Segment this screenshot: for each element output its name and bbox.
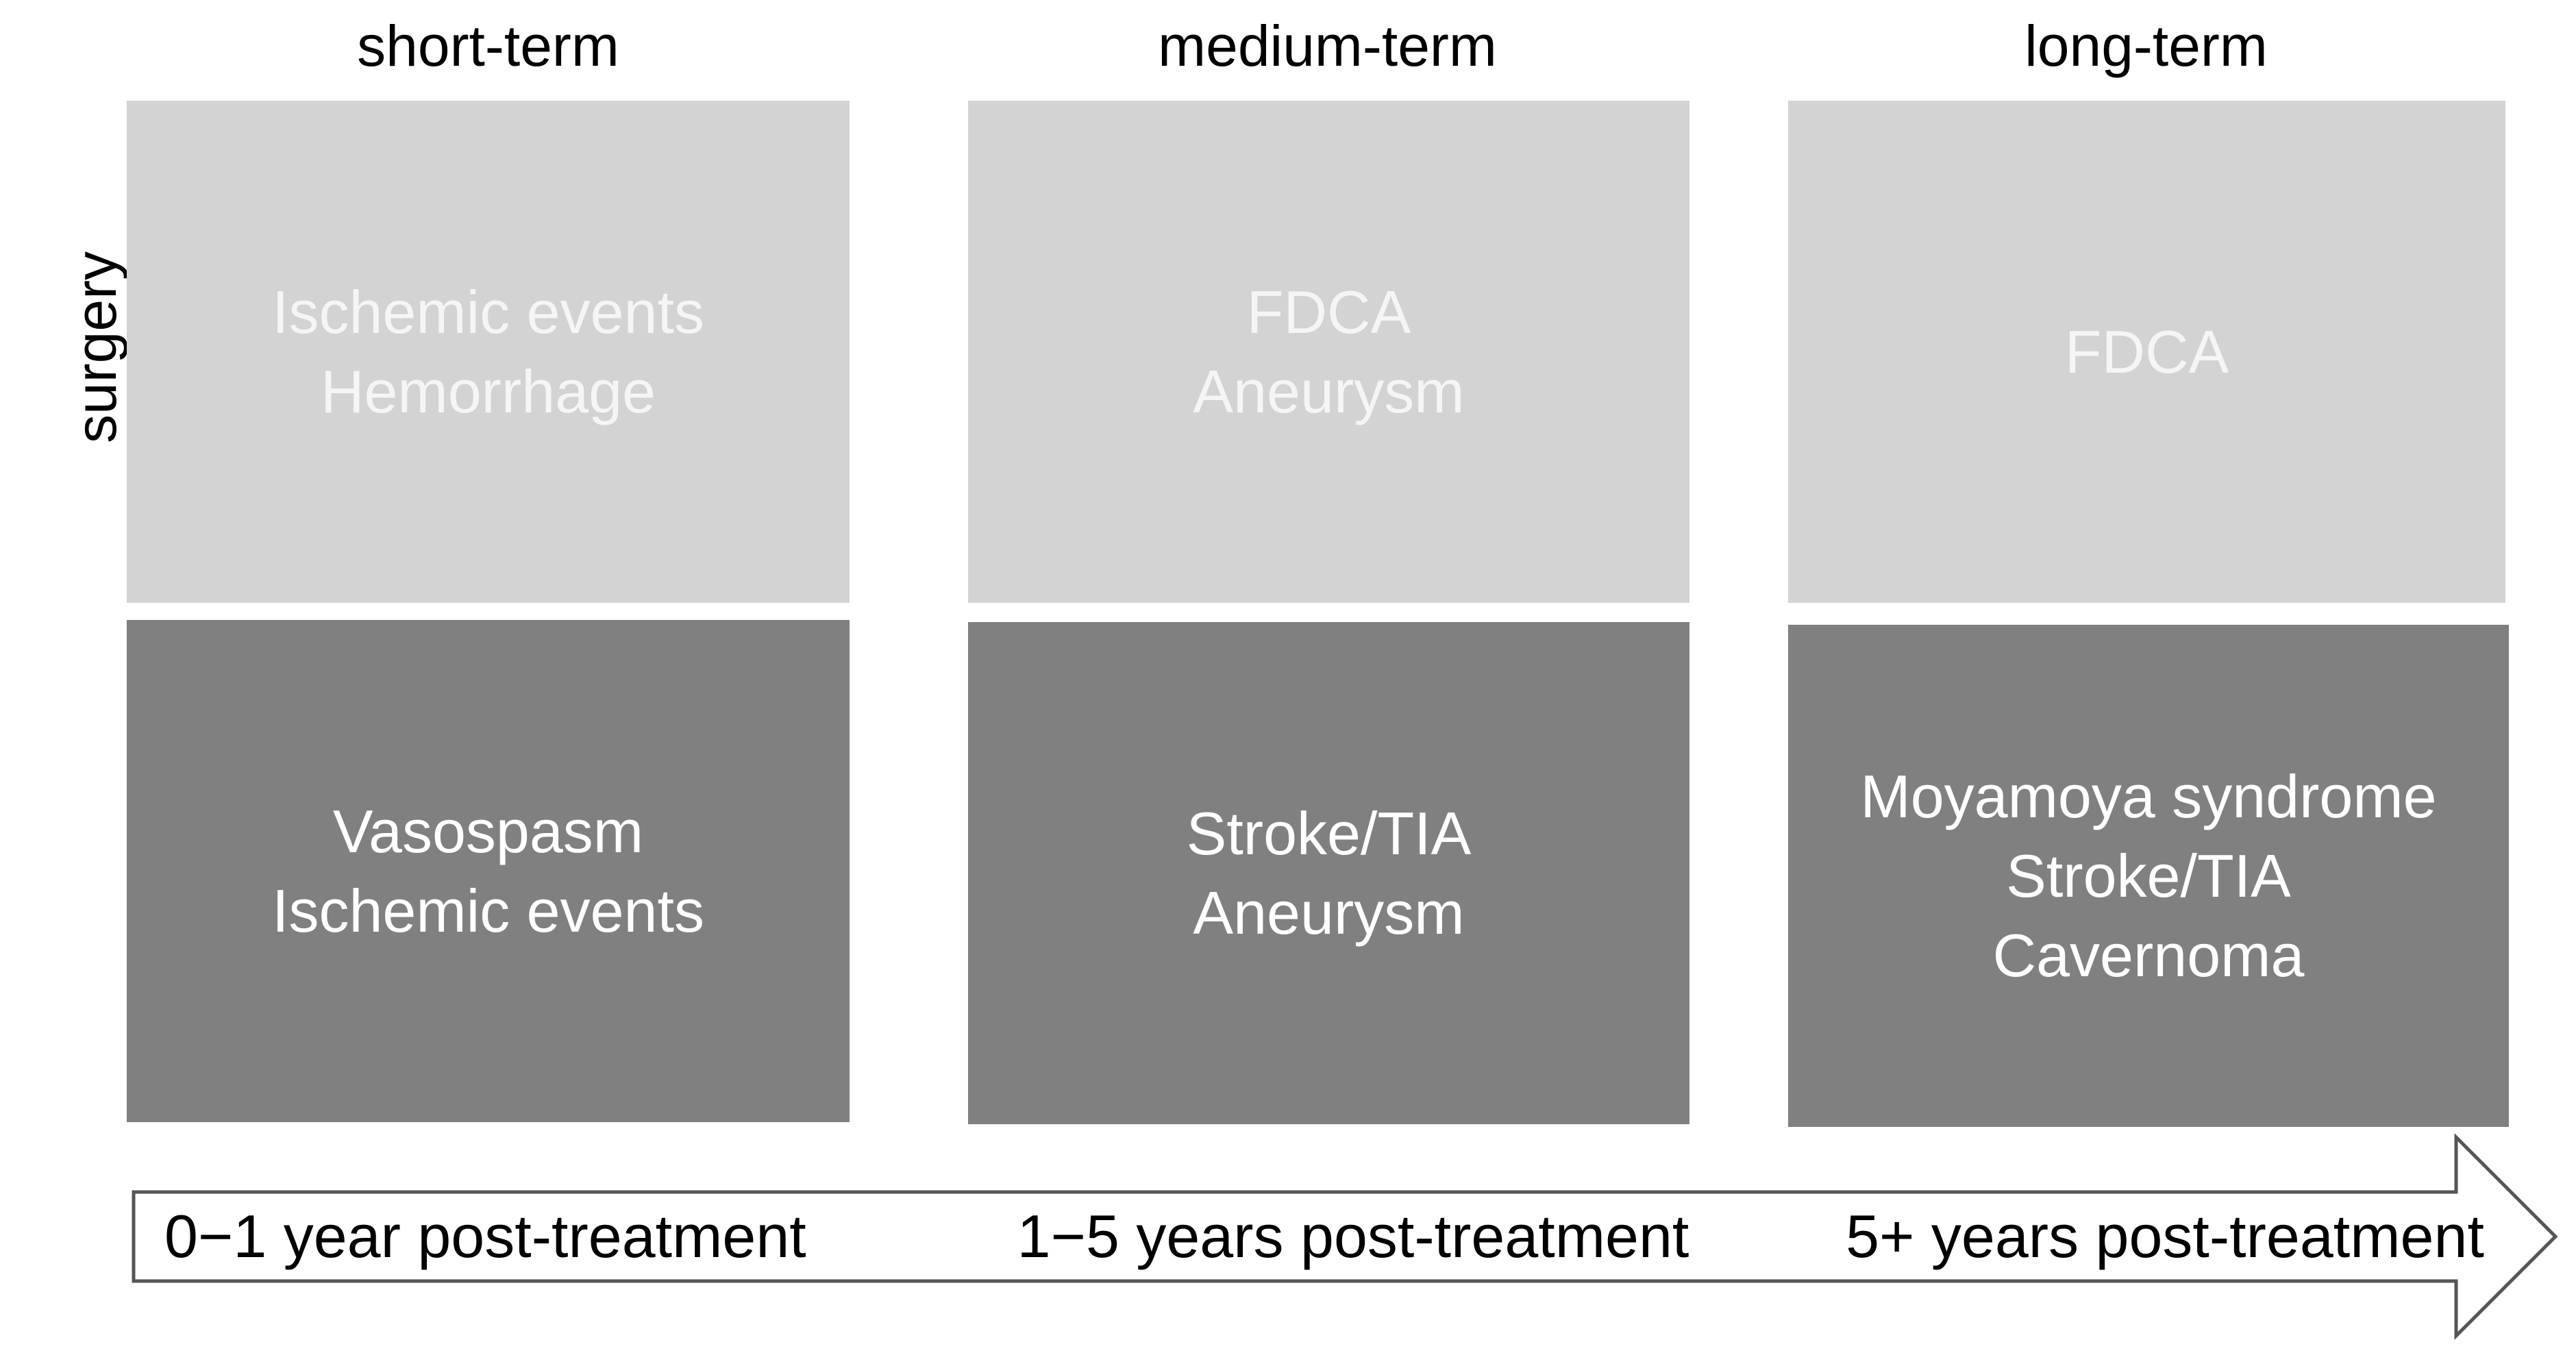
cell-line: Hemorrhage: [320, 357, 656, 425]
cell-line: Vasospasm: [332, 797, 644, 865]
timeline-label-long-term: 5+ years post-treatment: [1846, 1202, 2484, 1270]
timeline-label-short-term: 0−1 year post-treatment: [164, 1202, 806, 1270]
column-header-short-term: short-term: [357, 14, 619, 78]
cell-line: Stroke/TIA: [1186, 799, 1472, 867]
column-header-medium-term: medium-term: [1158, 14, 1497, 78]
timeline-arrow: [132, 1134, 2558, 1341]
cell-line: FDCA: [2064, 317, 2229, 386]
cell-line: FDCA: [1246, 277, 1411, 346]
timeline-label-medium-term: 1−5 years post-treatment: [1017, 1202, 1689, 1270]
row-label-radiotherapy: radiotherapy: [0, 664, 192, 984]
cell-surgery-long-term: FDCA: [1788, 101, 2505, 603]
timeline-arrow-shape: [132, 1134, 2558, 1341]
cell-surgery-medium-term: FDCA Aneurysm: [968, 101, 1689, 603]
cell-line: Ischemic events: [272, 277, 704, 346]
cell-line: Cavernoma: [1992, 921, 2305, 989]
cell-line: Ischemic events: [272, 876, 704, 945]
row-label-surgery: surgery: [0, 251, 128, 443]
cell-line: Aneurysm: [1193, 878, 1465, 947]
cell-line: Aneurysm: [1193, 357, 1465, 425]
cell-line: Moyamoya syndrome: [1860, 762, 2437, 830]
column-header-long-term: long-term: [2024, 14, 2268, 78]
cell-radiotherapy-long-term: Moyamoya syndrome Stroke/TIA Cavernoma: [1788, 625, 2509, 1127]
cell-line: Stroke/TIA: [2006, 841, 2291, 910]
row-label-surgery-text: surgery: [64, 251, 129, 444]
cell-surgery-short-term: Ischemic events Hemorrhage: [127, 101, 850, 603]
cell-radiotherapy-medium-term: Stroke/TIA Aneurysm: [968, 622, 1689, 1124]
cell-radiotherapy-short-term: Vasospasm Ischemic events: [127, 620, 850, 1122]
